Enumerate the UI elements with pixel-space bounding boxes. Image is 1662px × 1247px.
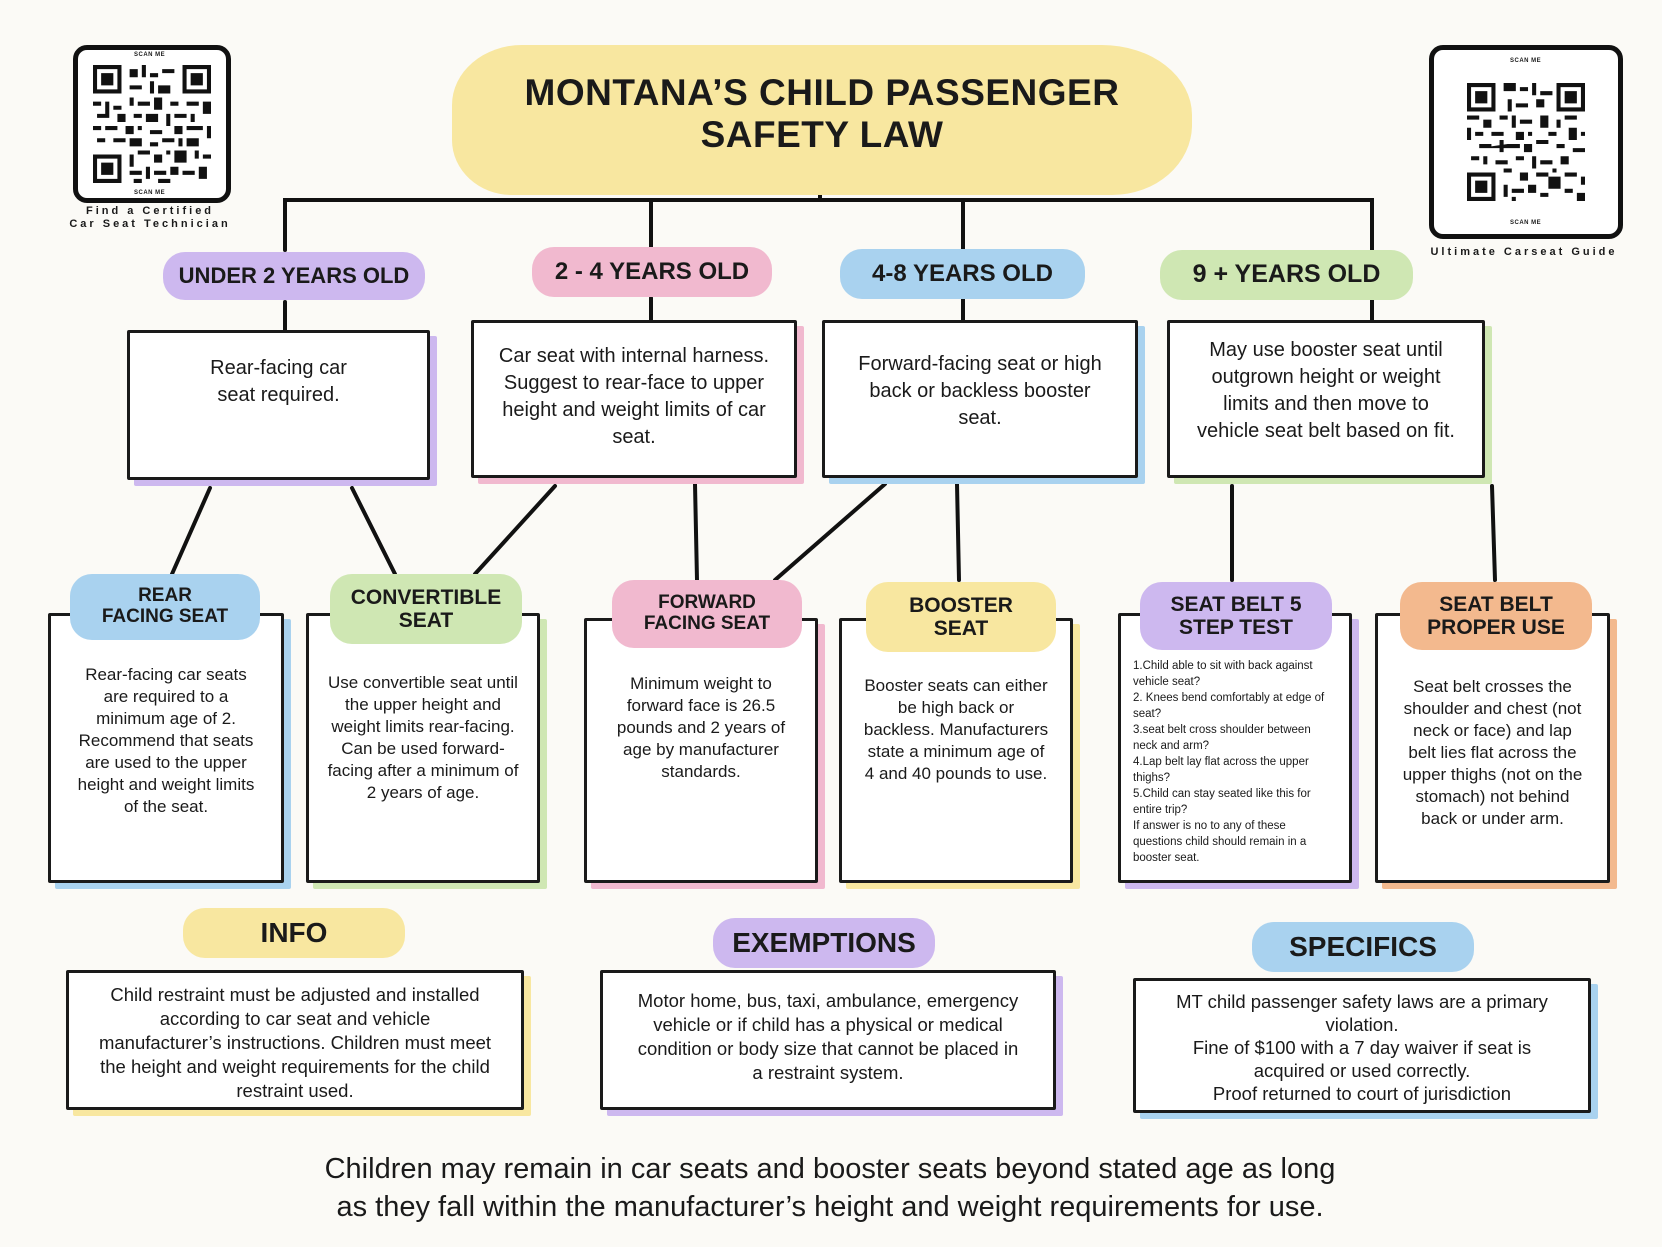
age-text-2to4: Car seat with internal harness. Suggest …: [498, 345, 770, 448]
specifics-line: MT child passenger safety laws are a pri…: [1176, 991, 1548, 1035]
age-pill-under2: UNDER 2 YEARS OLD: [163, 252, 425, 300]
five-step-item: 5.Child can stay seated like this for en…: [1133, 788, 1311, 816]
qr-code-right[interactable]: SCAN ME SCAN ME: [1429, 45, 1623, 239]
age-text-4to8: Forward-facing seat or high back or back…: [858, 353, 1102, 429]
age-text-9plus: May use booster seat until outgrown heig…: [1197, 339, 1455, 442]
info-text: Child restraint must be adjusted and ins…: [98, 984, 492, 1101]
qr-right-caption: Ultimate Carseat Guide: [1430, 246, 1618, 258]
age-box-2to4: Car seat with internal harness. Suggest …: [471, 320, 797, 478]
seat-text-booster: Booster seats can either be high back or…: [863, 676, 1049, 783]
seat-box-forward-facing: Minimum weight to forward face is 26.5 p…: [584, 618, 818, 883]
exemptions-text: Motor home, bus, taxi, ambulance, emerge…: [637, 990, 1019, 1083]
age-box-9plus: May use booster seat until outgrown heig…: [1167, 320, 1485, 478]
seat-box-rear-facing: Rear-facing car seats are required to a …: [48, 613, 284, 883]
qr-left-scan-bottom: SCAN ME: [134, 190, 166, 196]
title-line-1: MONTANA’S CHILD PASSENGER: [524, 72, 1120, 113]
age-pill-4to8: 4-8 YEARS OLD: [840, 249, 1085, 299]
age-box-under2: Rear-facing car seat required.: [127, 330, 430, 480]
specifics-box: MT child passenger safety laws are a pri…: [1133, 978, 1591, 1113]
exemptions-pill: EXEMPTIONS: [713, 918, 935, 968]
five-step-item: 3.seat belt cross shoulder between neck …: [1133, 724, 1311, 752]
seat-box-booster: Booster seats can either be high back or…: [839, 618, 1073, 883]
seat-text-convertible: Use convertible seat until the upper hei…: [327, 673, 519, 802]
title-highlight: [452, 45, 1192, 195]
specifics-line: Fine of $100 with a 7 day waiver if seat…: [1192, 1037, 1532, 1081]
seat-pill-booster: BOOSTER SEAT: [866, 582, 1056, 652]
seat-pill-rear-facing: REAR FACING SEAT: [70, 574, 260, 640]
seat-text-forward-facing: Minimum weight to forward face is 26.5 p…: [616, 674, 786, 781]
age-text-under2: Rear-facing car seat required.: [210, 357, 347, 406]
seat-box-convertible: Use convertible seat until the upper hei…: [306, 613, 540, 883]
age-pill-9plus: 9 + YEARS OLD: [1160, 250, 1413, 300]
seat-pill-forward-facing: FORWARD FACING SEAT: [612, 580, 802, 648]
qr-right-scan-bottom: SCAN ME: [1510, 220, 1542, 226]
info-pill: INFO: [183, 908, 405, 958]
qr-left-icon: [93, 65, 211, 183]
link-4to8-forward: [773, 482, 887, 582]
qr-right-scan-top: SCAN ME: [1510, 58, 1542, 64]
link-2to4-forward: [693, 482, 699, 582]
qr-left-caption-line1: Find a Certified: [85, 205, 215, 217]
info-box: Child restraint must be adjusted and ins…: [66, 970, 524, 1110]
link-under2-convertible: [350, 486, 397, 576]
qr-left-caption-line2: Car Seat Technician: [69, 218, 231, 230]
page-title: MONTANA’S CHILD PASSENGER SAFETY LAW: [452, 72, 1192, 156]
footer-note: Children may remain in car seats and boo…: [290, 1150, 1370, 1226]
specifics-line: Proof returned to court of jurisdiction: [1212, 1083, 1512, 1104]
seat-pill-5-step-test: SEAT BELT 5 STEP TEST: [1140, 582, 1332, 650]
seat-box-5-step-test: 1.Child able to sit with back against ve…: [1118, 613, 1352, 883]
exemptions-box: Motor home, bus, taxi, ambulance, emerge…: [600, 970, 1056, 1110]
title-line-2: SAFETY LAW: [700, 114, 944, 155]
link-4to8-booster: [955, 482, 961, 582]
five-step-item: 4.Lap belt lay flat across the upper thi…: [1133, 756, 1309, 784]
five-step-item: 2. Knees bend comfortably at edge of sea…: [1133, 692, 1325, 720]
age-box-4to8: Forward-facing seat or high back or back…: [822, 320, 1138, 478]
age-pill-2to4: 2 - 4 YEARS OLD: [532, 247, 772, 297]
five-step-item: 1.Child able to sit with back against ve…: [1133, 660, 1313, 688]
link-2to4-convertible: [473, 484, 557, 576]
link-under2-rear: [170, 486, 212, 576]
seat-pill-proper-use: SEAT BELT PROPER USE: [1400, 582, 1592, 650]
seat-pill-convertible: CONVERTIBLE SEAT: [330, 574, 522, 644]
seat-text-rear-facing: Rear-facing car seats are required to a …: [77, 665, 255, 816]
qr-left-scan-top: SCAN ME: [134, 52, 166, 58]
link-9plus-proper: [1490, 484, 1497, 582]
qr-right-icon: [1467, 83, 1585, 201]
seat-box-proper-use: Seat belt crosses the shoulder and chest…: [1375, 613, 1610, 883]
top-branch-line: [283, 198, 1374, 224]
footer-line-2: as they fall within the manufacturer’s h…: [336, 1191, 1324, 1223]
seat-text-proper-use: Seat belt crosses the shoulder and chest…: [1402, 677, 1583, 828]
qr-code-left[interactable]: SCAN ME SCAN ME: [73, 45, 231, 203]
qr-left-caption: Find a Certified Car Seat Technician: [60, 205, 240, 231]
footer-line-1: Children may remain in car seats and boo…: [324, 1153, 1336, 1185]
five-step-item: If answer is no to any of these question…: [1133, 820, 1307, 864]
specifics-pill: SPECIFICS: [1252, 922, 1474, 972]
